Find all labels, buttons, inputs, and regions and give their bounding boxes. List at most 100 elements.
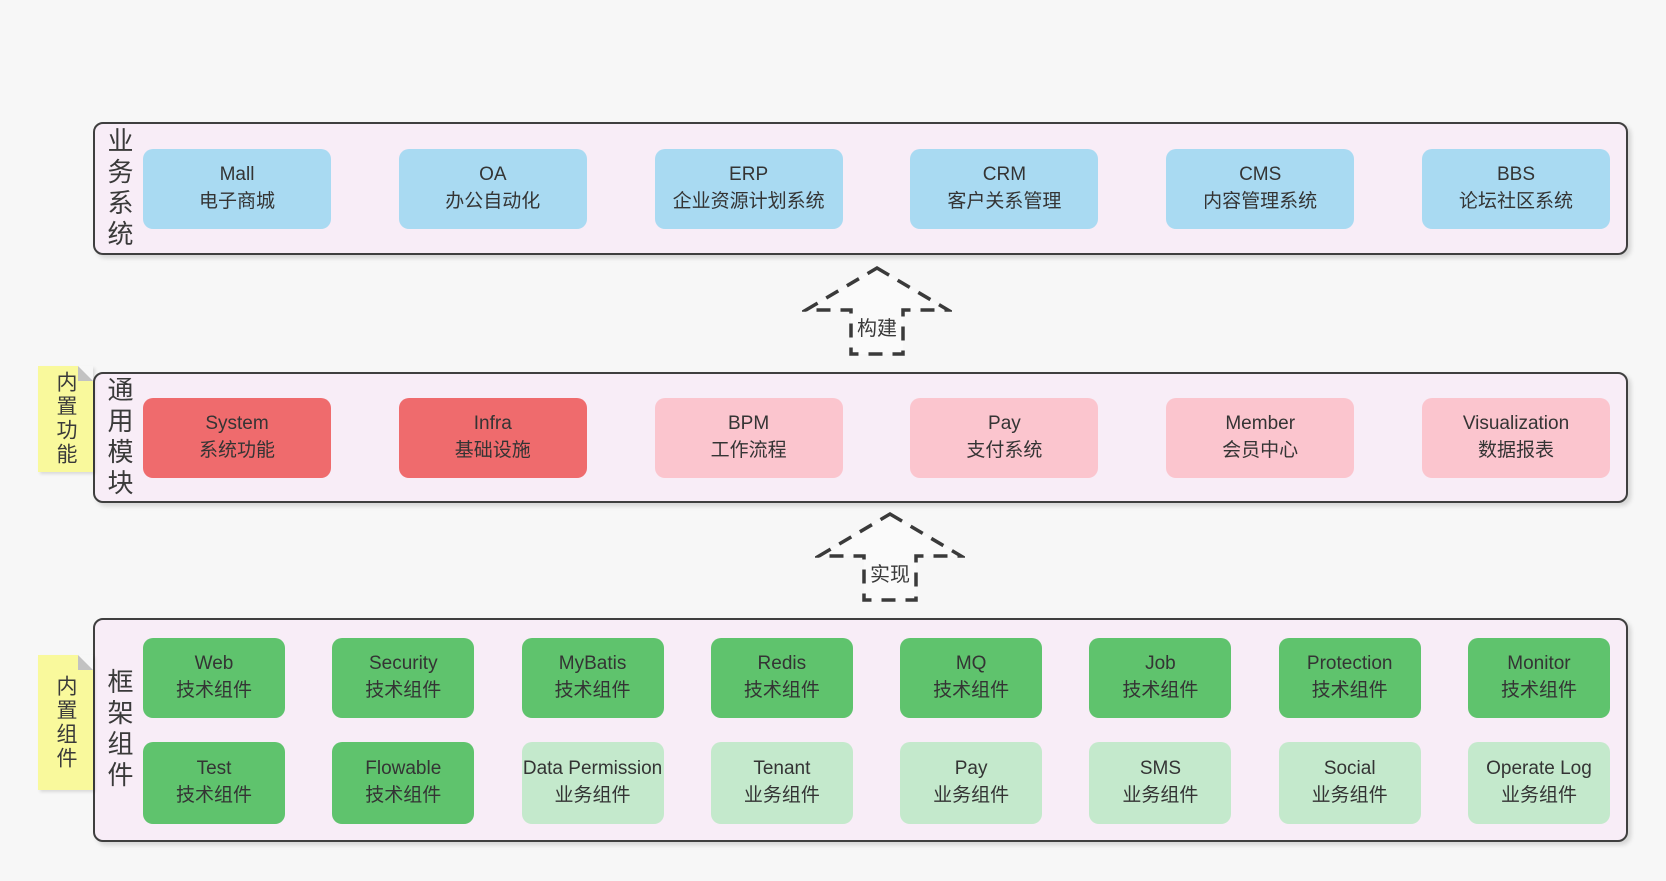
box-title: Pay: [988, 412, 1021, 434]
box-subtitle: 业务组件: [1311, 785, 1388, 806]
sticky-note-builtin-features: 内置功能: [38, 366, 93, 472]
build-arrow: 构建: [802, 264, 952, 358]
box-subtitle: 基础设施: [454, 439, 531, 461]
business-systems-band: 业务系统 Mall 电子商城 OA 办公自动化 ERP 企业资源计划系统 CRM…: [93, 122, 1628, 255]
box-title: Security: [368, 653, 438, 675]
box-subtitle: 企业资源计划系统: [672, 190, 825, 212]
band-label-business-systems: 业务系统: [104, 126, 134, 251]
box-subtitle: 业务组件: [1500, 785, 1577, 806]
box-system: System 系统功能: [143, 397, 331, 478]
box-infra: Infra 基础设施: [398, 397, 587, 478]
box-title: Data Permission: [522, 758, 663, 780]
box-subtitle: 业务组件: [554, 785, 631, 806]
box-title: MyBatis: [558, 653, 627, 675]
box-visualization: Visualization 数据报表: [1421, 397, 1610, 478]
box-subtitle: 技术组件: [933, 680, 1010, 701]
box-title: CMS: [1239, 163, 1282, 185]
box-job: Job 技术组件: [1089, 638, 1232, 718]
box-title: Social: [1323, 758, 1376, 780]
common-modules-content: System 系统功能 Infra 基础设施 BPM 工作流程 Pay 支付系统…: [143, 374, 1626, 501]
box-title: MQ: [955, 653, 987, 675]
box-subtitle: 技术组件: [175, 785, 252, 806]
box-title: Pay: [954, 758, 988, 780]
box-subtitle: 电子商城: [198, 190, 275, 212]
box-subtitle: 技术组件: [1500, 680, 1577, 701]
box-protection: Protection 技术组件: [1278, 638, 1421, 718]
box-crm: CRM 客户关系管理: [910, 148, 1099, 229]
box-flowable: Flowable 技术组件: [332, 742, 475, 824]
box-title: Web: [194, 653, 234, 675]
box-web: Web 技术组件: [143, 638, 285, 718]
box-title: SMS: [1139, 758, 1181, 780]
box-title: Flowable: [365, 758, 442, 780]
box-member: Member 会员中心: [1166, 397, 1355, 478]
box-subtitle: 工作流程: [710, 439, 787, 461]
box-subtitle: 业务组件: [933, 785, 1010, 806]
implement-arrow-label: 实现: [867, 557, 913, 588]
box-title: System: [205, 412, 269, 434]
box-title: Member: [1225, 412, 1296, 434]
box-subtitle: 系统功能: [198, 439, 275, 461]
box-tenant: Tenant 业务组件: [710, 742, 853, 824]
band-label-framework-components: 框架组件: [104, 668, 134, 792]
box-subtitle: 技术组件: [365, 785, 442, 806]
box-social: Social 业务组件: [1278, 742, 1421, 824]
box-test: Test 技术组件: [143, 742, 285, 824]
box-subtitle: 数据报表: [1477, 439, 1554, 461]
framework-components-row-1: Web 技术组件 Security 技术组件 MyBatis 技术组件 Redi…: [143, 638, 1610, 718]
box-subtitle: 技术组件: [1311, 680, 1388, 701]
box-subtitle: 技术组件: [554, 680, 631, 701]
box-mall: Mall 电子商城: [143, 148, 331, 229]
build-arrow-label: 构建: [854, 311, 900, 342]
common-modules-row: System 系统功能 Infra 基础设施 BPM 工作流程 Pay 支付系统…: [143, 397, 1610, 478]
box-title: BBS: [1496, 163, 1535, 185]
framework-components-content: Web 技术组件 Security 技术组件 MyBatis 技术组件 Redi…: [143, 620, 1626, 840]
box-data-permission: Data Permission 业务组件: [521, 742, 664, 824]
box-subtitle: 业务组件: [743, 785, 820, 806]
box-title: Mall: [219, 163, 255, 185]
box-subtitle: 会员中心: [1222, 439, 1299, 461]
box-title: Infra: [473, 412, 512, 434]
box-title: Redis: [757, 653, 807, 675]
implement-arrow: 实现: [815, 510, 965, 604]
box-subtitle: 办公自动化: [445, 190, 541, 212]
box-bpm: BPM 工作流程: [654, 397, 843, 478]
band-label-common-modules: 通用模块: [104, 375, 134, 500]
box-security: Security 技术组件: [332, 638, 475, 718]
box-subtitle: 技术组件: [743, 680, 820, 701]
box-title: ERP: [729, 163, 769, 185]
business-systems-row: Mall 电子商城 OA 办公自动化 ERP 企业资源计划系统 CRM 客户关系…: [143, 148, 1610, 229]
box-subtitle: 论坛社区系统: [1458, 190, 1573, 212]
box-oa: OA 办公自动化: [398, 148, 587, 229]
box-title: OA: [479, 163, 507, 185]
box-title: Visualization: [1462, 412, 1570, 434]
framework-components-band: 框架组件 Web 技术组件 Security 技术组件 MyBatis 技术组件…: [93, 618, 1628, 842]
box-subtitle: 技术组件: [1122, 680, 1199, 701]
box-cms: CMS 内容管理系统: [1166, 148, 1355, 229]
box-title: Protection: [1306, 653, 1393, 675]
box-title: Job: [1145, 653, 1176, 675]
box-title: Test: [196, 758, 232, 780]
box-subtitle: 内容管理系统: [1203, 190, 1318, 212]
common-modules-band: 通用模块 System 系统功能 Infra 基础设施 BPM 工作流程 Pay…: [93, 372, 1628, 503]
box-subtitle: 客户关系管理: [947, 190, 1062, 212]
box-mybatis: MyBatis 技术组件: [521, 638, 664, 718]
box-subtitle: 业务组件: [1122, 785, 1199, 806]
box-title: Operate Log: [1486, 758, 1592, 780]
box-subtitle: 支付系统: [966, 439, 1043, 461]
box-monitor: Monitor 技术组件: [1467, 638, 1610, 718]
box-pay-module: Pay 支付系统: [910, 397, 1099, 478]
box-title: Tenant: [753, 758, 811, 780]
box-pay-component: Pay 业务组件: [900, 742, 1043, 824]
box-erp: ERP 企业资源计划系统: [654, 148, 843, 229]
box-subtitle: 技术组件: [365, 680, 442, 701]
business-systems-content: Mall 电子商城 OA 办公自动化 ERP 企业资源计划系统 CRM 客户关系…: [143, 124, 1626, 253]
box-bbs: BBS 论坛社区系统: [1421, 148, 1610, 229]
sticky-note-label: 内置组件: [54, 674, 77, 771]
box-mq: MQ 技术组件: [900, 638, 1043, 718]
box-redis: Redis 技术组件: [710, 638, 853, 718]
box-title: CRM: [982, 163, 1027, 185]
box-subtitle: 技术组件: [175, 680, 252, 701]
box-sms: SMS 业务组件: [1089, 742, 1232, 824]
